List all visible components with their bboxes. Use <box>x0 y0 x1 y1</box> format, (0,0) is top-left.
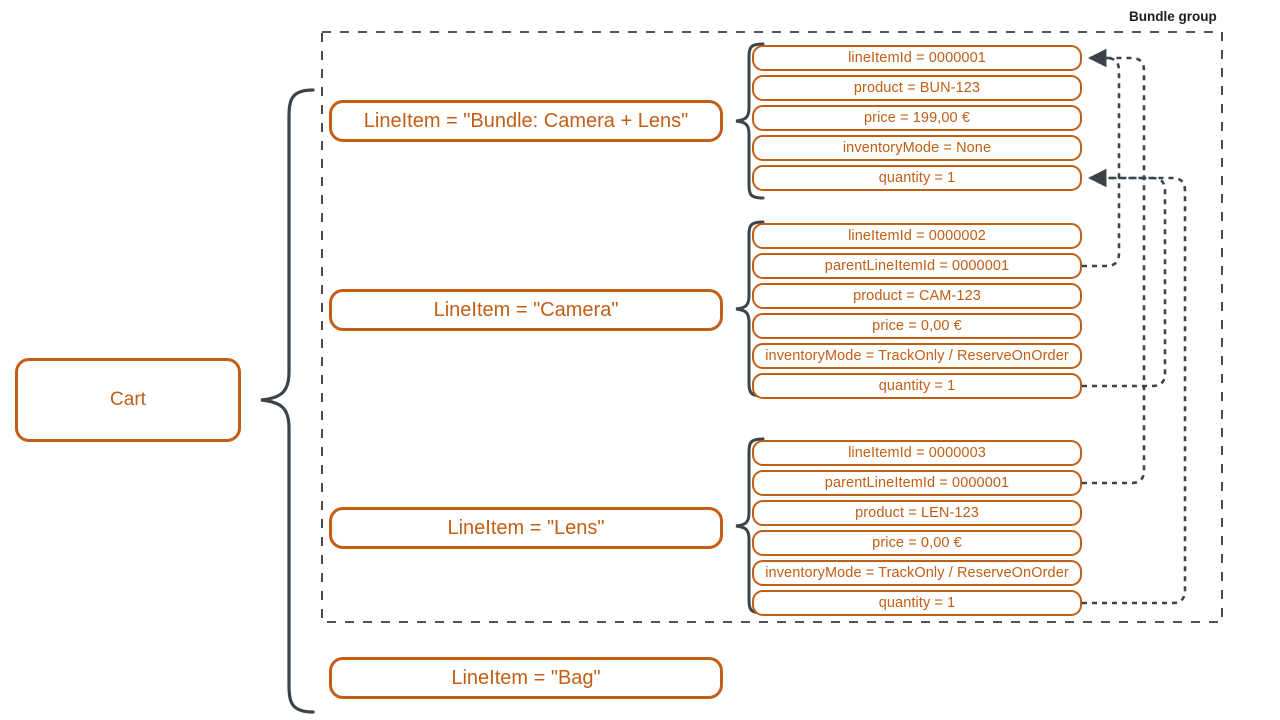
lens-quantity-ref-arrow <box>1082 168 1187 605</box>
attr-bundle-quantity[interactable]: quantity = 1 <box>752 165 1082 191</box>
attr-camera-parentlineitemid[interactable]: parentLineItemId = 0000001 <box>752 253 1082 279</box>
attr-camera-inventorymode[interactable]: inventoryMode = TrackOnly / ReserveOnOrd… <box>752 343 1082 369</box>
cart-node[interactable]: Cart <box>15 358 241 442</box>
bundle-group-label: Bundle group <box>1129 9 1217 24</box>
attr-camera-product[interactable]: product = CAM-123 <box>752 283 1082 309</box>
attr-lens-price[interactable]: price = 0,00 € <box>752 530 1082 556</box>
lineitem-node-bag[interactable]: LineItem = "Bag" <box>329 657 723 699</box>
attr-lens-product[interactable]: product = LEN-123 <box>752 500 1082 526</box>
attr-lens-inventorymode[interactable]: inventoryMode = TrackOnly / ReserveOnOrd… <box>752 560 1082 586</box>
attr-lens-quantity[interactable]: quantity = 1 <box>752 590 1082 616</box>
attr-bundle-inventorymode[interactable]: inventoryMode = None <box>752 135 1082 161</box>
attr-camera-price[interactable]: price = 0,00 € <box>752 313 1082 339</box>
lineitem-node-camera[interactable]: LineItem = "Camera" <box>329 289 723 331</box>
attr-lens-parentlineitemid[interactable]: parentLineItemId = 0000001 <box>752 470 1082 496</box>
cart-brace <box>260 88 315 714</box>
attr-camera-lineitemid[interactable]: lineItemId = 0000002 <box>752 223 1082 249</box>
attr-lens-lineitemid[interactable]: lineItemId = 0000003 <box>752 440 1082 466</box>
lens-parent-ref-arrow <box>1082 48 1146 485</box>
camera-parent-ref-arrow <box>1082 48 1121 268</box>
attr-bundle-price[interactable]: price = 199,00 € <box>752 105 1082 131</box>
lineitem-node-lens[interactable]: LineItem = "Lens" <box>329 507 723 549</box>
lineitem-node-bundle[interactable]: LineItem = "Bundle: Camera + Lens" <box>329 100 723 142</box>
camera-quantity-ref-arrow <box>1082 168 1167 388</box>
attr-bundle-lineitemid[interactable]: lineItemId = 0000001 <box>752 45 1082 71</box>
attr-camera-quantity[interactable]: quantity = 1 <box>752 373 1082 399</box>
attr-bundle-product[interactable]: product = BUN-123 <box>752 75 1082 101</box>
